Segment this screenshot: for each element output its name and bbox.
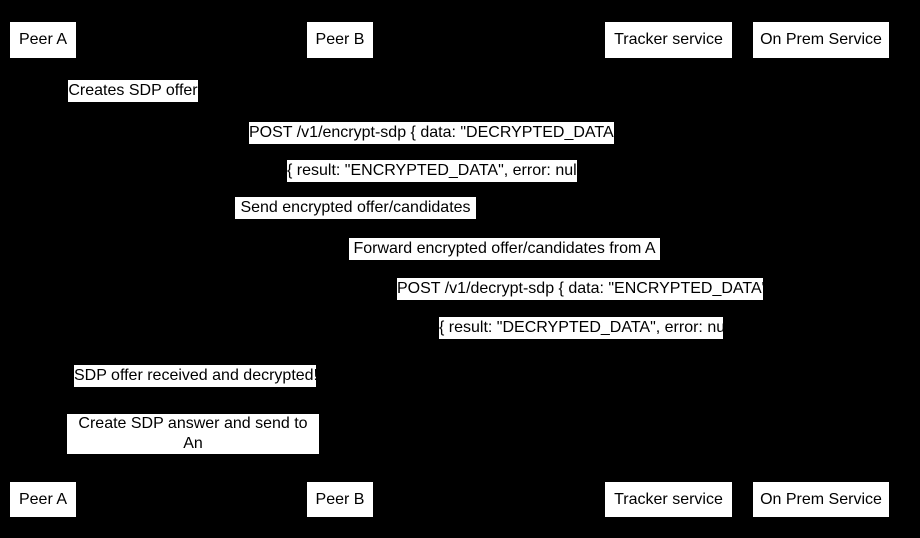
message-post-decrypt-sdp: POST /v1/decrypt-sdp { data: "ENCRYPTED_…	[397, 278, 763, 300]
participant-on-prem-service-bottom: On Prem Service	[753, 482, 889, 517]
participant-tracker-service-bottom: Tracker service	[605, 482, 732, 517]
note-line-2: using the same mechanism	[95, 455, 291, 472]
participant-peer-b-top: Peer B	[307, 22, 373, 58]
message-decrypt-result: { result: "DECRYPTED_DATA", error: null …	[439, 317, 723, 339]
note-line-1: Create SDP answer and send to An	[78, 415, 308, 452]
note-create-sdp-answer: Create SDP answer and send to An using t…	[67, 414, 319, 472]
message-forward-encrypted-offer: Forward encrypted offer/candidates from …	[349, 238, 660, 260]
message-creates-sdp-offer: Creates SDP offer	[68, 80, 198, 102]
participant-tracker-service-top: Tracker service	[605, 22, 732, 58]
message-send-encrypted-offer: Send encrypted offer/candidates	[235, 197, 476, 219]
participant-on-prem-service-top: On Prem Service	[753, 22, 889, 58]
participant-peer-a-bottom: Peer A	[10, 482, 76, 517]
message-sdp-offer-received: SDP offer received and decrypted!	[74, 365, 316, 387]
message-encrypt-result: { result: "ENCRYPTED_DATA", error: null …	[287, 160, 577, 182]
message-post-encrypt-sdp: POST /v1/encrypt-sdp { data: "DECRYPTED_…	[249, 122, 614, 144]
participant-peer-b-bottom: Peer B	[307, 482, 373, 517]
participant-peer-a-top: Peer A	[10, 22, 76, 58]
